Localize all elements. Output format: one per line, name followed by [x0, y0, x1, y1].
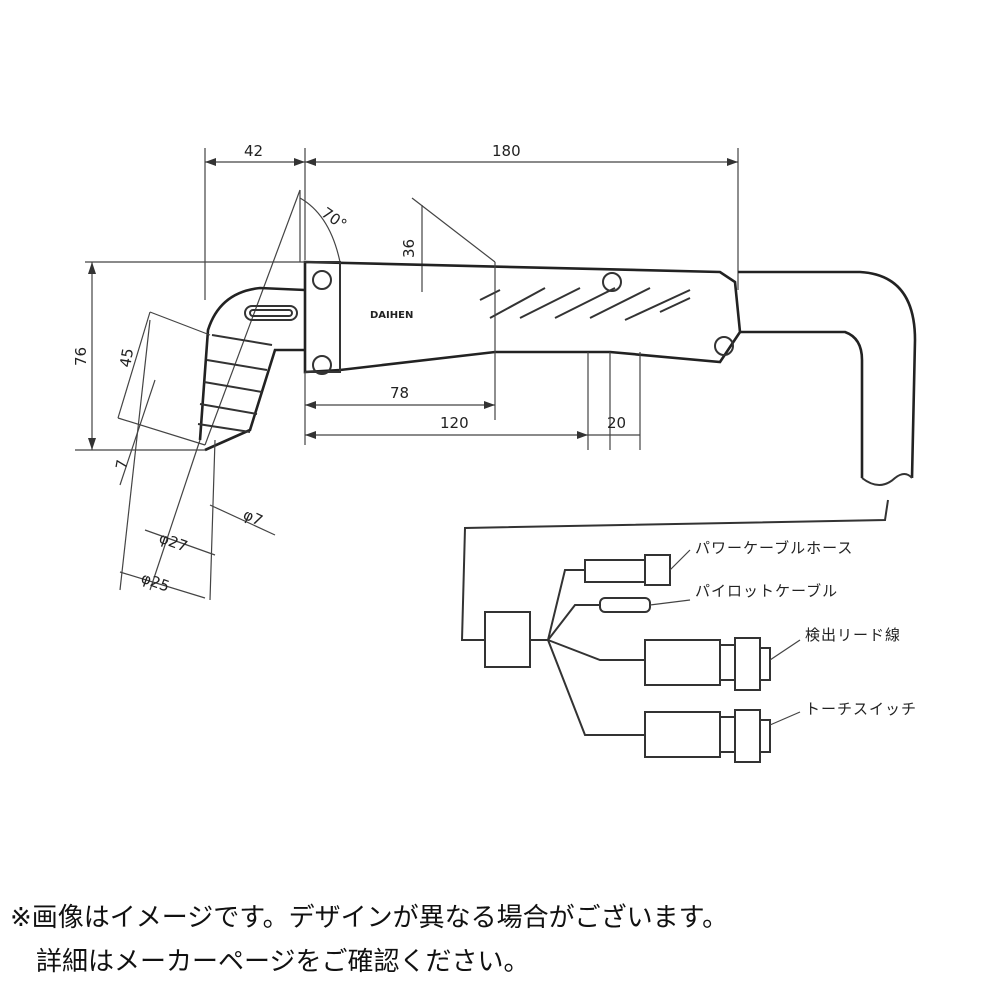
dim-180: 180	[492, 142, 521, 160]
dim-45: 45	[116, 347, 137, 369]
dim-70deg: 70°	[318, 204, 350, 234]
torch-technical-drawing: 42 180 70° 36 DAIHEN	[72, 142, 917, 763]
dim-phi27: φ27	[157, 529, 190, 556]
label-detection-lead: 検出リード線	[805, 626, 901, 644]
dim-7: 7	[112, 458, 131, 471]
bottom-dimensions: 78 120 20	[304, 262, 641, 450]
dim-36: 36	[400, 239, 418, 258]
dim-phi7: φ7	[240, 505, 265, 530]
diameter-dimensions: φ7 φ27 φ25	[119, 504, 276, 599]
label-torch-switch: トーチスイッチ	[805, 700, 917, 718]
dim-76: 76	[72, 347, 90, 366]
dim-42: 42	[244, 142, 263, 160]
brand-label: DAIHEN	[370, 310, 413, 321]
grip-hatching	[479, 287, 691, 321]
top-dimensions: 42 180	[204, 142, 739, 300]
dim-phi25: φ25	[139, 569, 172, 596]
cable-hose	[460, 270, 917, 641]
dim-78: 78	[390, 384, 409, 402]
torch-body: DAIHEN	[303, 260, 742, 375]
image-disclaimer: ※画像はイメージです。デザインが異なる場合がございます。 詳細はメーカーページを…	[10, 896, 995, 984]
left-dimensions: 76 45 7	[72, 261, 305, 486]
dim-20: 20	[607, 414, 626, 432]
label-power-cable-hose: パワーケーブルホース	[695, 539, 853, 557]
torch-head	[119, 286, 306, 601]
disclaimer-line-2: 詳細はメーカーページをご確認ください。	[10, 947, 530, 977]
angle-70: 70°	[204, 189, 350, 446]
dim-120: 120	[440, 414, 469, 432]
label-pilot-cable: パイロットケーブル	[695, 582, 838, 600]
dim-36-group: 36	[400, 197, 496, 292]
disclaimer-line-1: ※画像はイメージです。デザインが異なる場合がございます。	[10, 903, 729, 933]
cable-connectors	[484, 549, 801, 763]
